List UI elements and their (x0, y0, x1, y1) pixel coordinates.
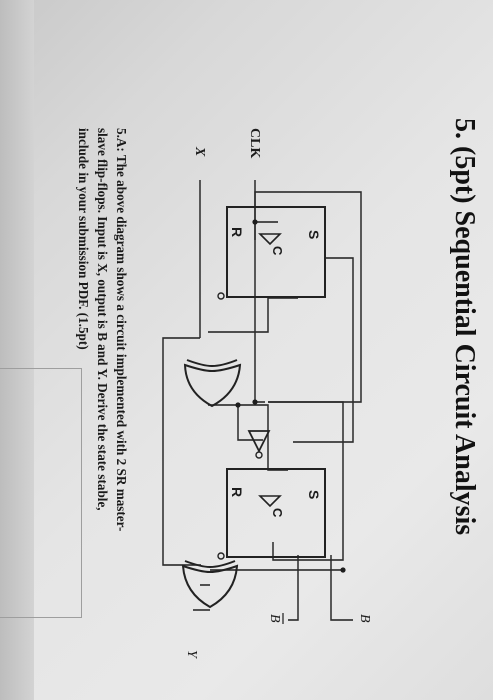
xor1-output-wire (208, 404, 288, 471)
page-shadow (0, 0, 34, 700)
ff-b-r-label: R (229, 487, 245, 497)
ff-a-clock-triangle (258, 233, 282, 246)
ff-b-qbar-bubble (217, 552, 225, 560)
question-description: 5.A: The above diagram shows a circuit i… (74, 128, 131, 668)
flip-flop-a: S C R (217, 206, 326, 300)
inverter-gate (247, 430, 271, 459)
junction-dots (235, 219, 346, 573)
ff-b-s-label: S (306, 490, 322, 499)
x-label: X (192, 146, 207, 157)
b-output-wire (293, 257, 354, 443)
flip-flop-b: S C R (217, 468, 326, 560)
ff-a-r-label: R (229, 227, 245, 237)
xor-gate-1 (183, 359, 242, 408)
xor-gate-2 (181, 560, 239, 609)
qbar-feedback-wire (268, 401, 344, 561)
y-output-label: Y (184, 650, 199, 660)
ff-b-c-label: C (270, 508, 285, 518)
xor1-to-inverter-wire (237, 405, 263, 441)
b-out-wire (330, 555, 353, 621)
a-output-wire (208, 297, 298, 333)
ff-b-clock-triangle (258, 495, 282, 508)
clk-label: CLK (247, 128, 262, 158)
ff-a-qbar-bubble (217, 292, 225, 300)
answer-box (0, 368, 82, 618)
ff-a-s-label: S (306, 230, 322, 239)
description-line-1: 5.A: The above diagram shows a circuit i… (114, 128, 129, 532)
b-output-label: B (357, 614, 372, 623)
bbar-out-wire (288, 555, 299, 621)
bbar-output-label: B (267, 614, 282, 623)
description-line-2: slave flip-flops. Input is X, output is … (95, 128, 110, 511)
ff-a-c-label: C (270, 246, 285, 256)
description-line-3: include in your submission PDF. (1.5pt) (76, 128, 91, 350)
xor2-x-wire (162, 337, 201, 566)
